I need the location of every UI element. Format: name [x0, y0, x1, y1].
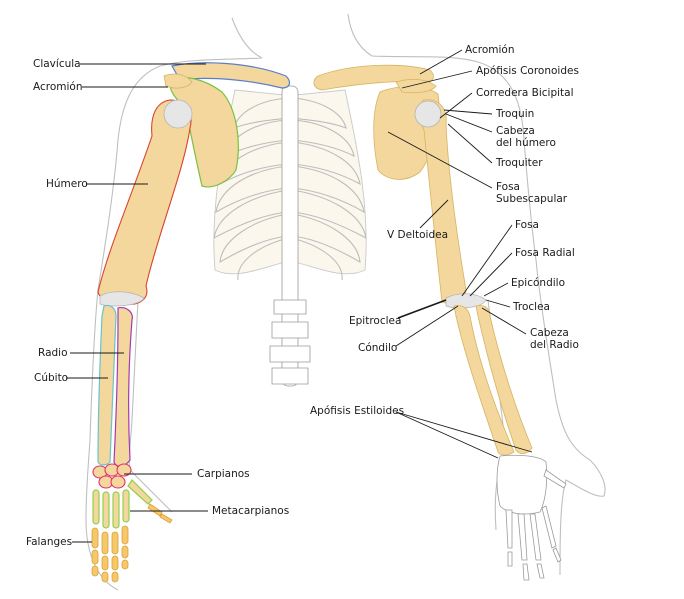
- label-acromion-left: Acromión: [33, 81, 83, 93]
- label-fosa-subescapular-2: Subescapular: [496, 193, 568, 205]
- humeral-head-right: [415, 101, 441, 127]
- label-troquin: Troquin: [495, 108, 534, 120]
- label-fosa-subescapular-1: Fosa: [496, 181, 520, 193]
- label-acromion-right: Acromión: [465, 44, 515, 56]
- label-falanges: Falanges: [26, 536, 72, 548]
- ulna-left: [98, 305, 116, 465]
- spine-column: [282, 86, 298, 386]
- humerus-left: [98, 100, 191, 304]
- label-fosa: Fosa: [515, 219, 539, 231]
- label-apofisis-coronoides: Apófisis Coronoides: [476, 65, 579, 77]
- label-epicondilo: Epicóndilo: [511, 277, 565, 289]
- label-troclea: Troclea: [512, 301, 550, 313]
- label-cabeza-humero-1: Cabeza: [496, 125, 535, 137]
- humerus-right: [420, 100, 467, 303]
- label-clavicula: Clavícula: [33, 58, 81, 70]
- hand-right: [497, 455, 566, 580]
- label-epitroclea: Epitroclea: [349, 315, 401, 327]
- radius-left: [114, 308, 132, 467]
- label-cubito: Cúbito: [34, 372, 68, 384]
- label-cabeza-radio-1: Cabeza: [530, 327, 569, 339]
- label-cabeza-humero-2: del húmero: [496, 137, 556, 149]
- label-cabeza-radio-2: del Radio: [530, 339, 579, 351]
- label-apofisis-estiloides: Apófisis Estiloides: [310, 405, 404, 417]
- humeral-head-left: [164, 100, 192, 128]
- label-fosa-radial: Fosa Radial: [515, 247, 575, 259]
- label-corredera-bicipital: Corredera Bicipital: [476, 87, 574, 99]
- label-metacarpianos: Metacarpianos: [212, 505, 289, 517]
- label-carpianos: Carpianos: [197, 468, 250, 480]
- label-condilo: Cóndilo: [358, 342, 397, 354]
- label-troquiter: Troquiter: [495, 157, 543, 169]
- label-humero: Húmero: [46, 178, 88, 190]
- label-v-deltoidea: V Deltoidea: [387, 229, 448, 241]
- label-radio: Radio: [38, 347, 68, 359]
- carpals-left: [93, 464, 131, 488]
